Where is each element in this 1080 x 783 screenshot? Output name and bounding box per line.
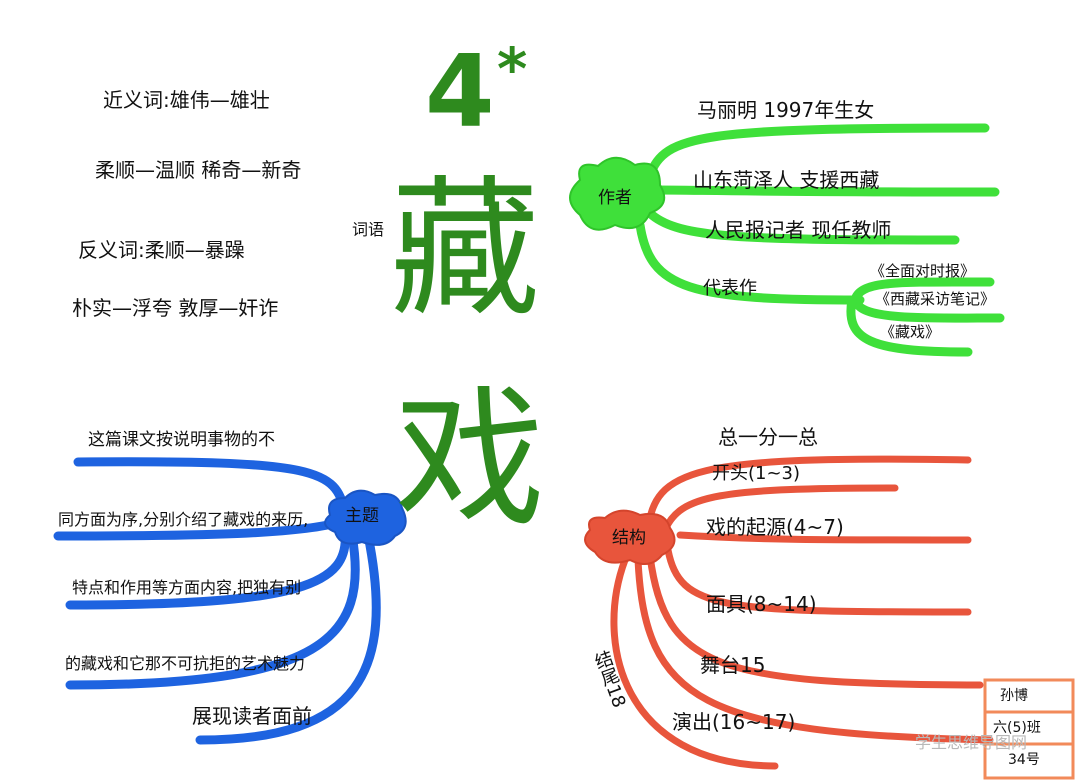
theme-line-4: 的藏戏和它那不可抗拒的艺术魅力 (65, 654, 306, 673)
structure-branch-3: 面具(8~14) (706, 592, 817, 616)
author-hub-label: 作者 (598, 188, 632, 208)
theme-line-2: 同方面为序,分别介绍了藏戏的来历, (58, 510, 309, 529)
structure-branch-4: 舞台15 (700, 653, 766, 677)
structure-hub-label: 结构 (612, 528, 646, 548)
vocab-label: 词语 (352, 220, 385, 239)
author-branch-4: 代表作 (703, 278, 757, 299)
theme-hub-label: 主题 (345, 506, 379, 526)
author-work-3: 《藏戏》 (880, 323, 941, 341)
synonyms-line2: 柔顺—温顺 稀奇—新奇 (95, 158, 302, 182)
signature-class: 六(5)班 (993, 720, 1041, 736)
antonyms-line1: 反义词:柔顺—暴躁 (78, 238, 245, 262)
author-branch-3: 人民报记者 现任教师 (705, 218, 892, 242)
theme-hub (324, 489, 407, 546)
structure-branch-0: 总一分一总 (718, 425, 818, 449)
lesson-number: 4 (425, 33, 495, 150)
signature-number: 34号 (1008, 752, 1040, 768)
structure-branch-2: 戏的起源(4~7) (706, 515, 844, 539)
watermark: 学生思维导图网 (915, 733, 1028, 752)
author-work-2: 《西藏采访笔记》 (875, 290, 996, 308)
signature-box (983, 678, 1075, 780)
author-branch-1: 马丽明 1997年生女 (697, 98, 875, 122)
theme-line-5: 展现读者面前 (192, 704, 312, 728)
theme-line-3: 特点和作用等方面内容,把独有别 (72, 578, 302, 597)
title-char-zang: 藏 (390, 163, 541, 337)
structure-branches (610, 455, 994, 770)
author-branches (635, 123, 1005, 357)
signature-name: 孙博 (1000, 688, 1028, 704)
structure-hub (584, 509, 676, 565)
lesson-star: * (497, 35, 528, 103)
author-work-1: 《全面对时报》 (870, 262, 976, 280)
theme-line-1: 这篇课文按说明事物的不 (88, 430, 275, 450)
author-hub (569, 156, 666, 231)
theme-branches (53, 457, 381, 745)
synonyms-line1: 近义词:雄伟—雄壮 (103, 88, 270, 112)
antonyms-line2: 朴实—浮夸 敦厚—奸诈 (72, 296, 279, 320)
structure-branch-1: 开头(1~3) (712, 463, 801, 484)
author-branch-2: 山东菏泽人 支援西藏 (693, 168, 880, 192)
structure-branch-5: 演出(16~17) (672, 710, 796, 734)
title-char-xi: 戏 (395, 373, 546, 547)
